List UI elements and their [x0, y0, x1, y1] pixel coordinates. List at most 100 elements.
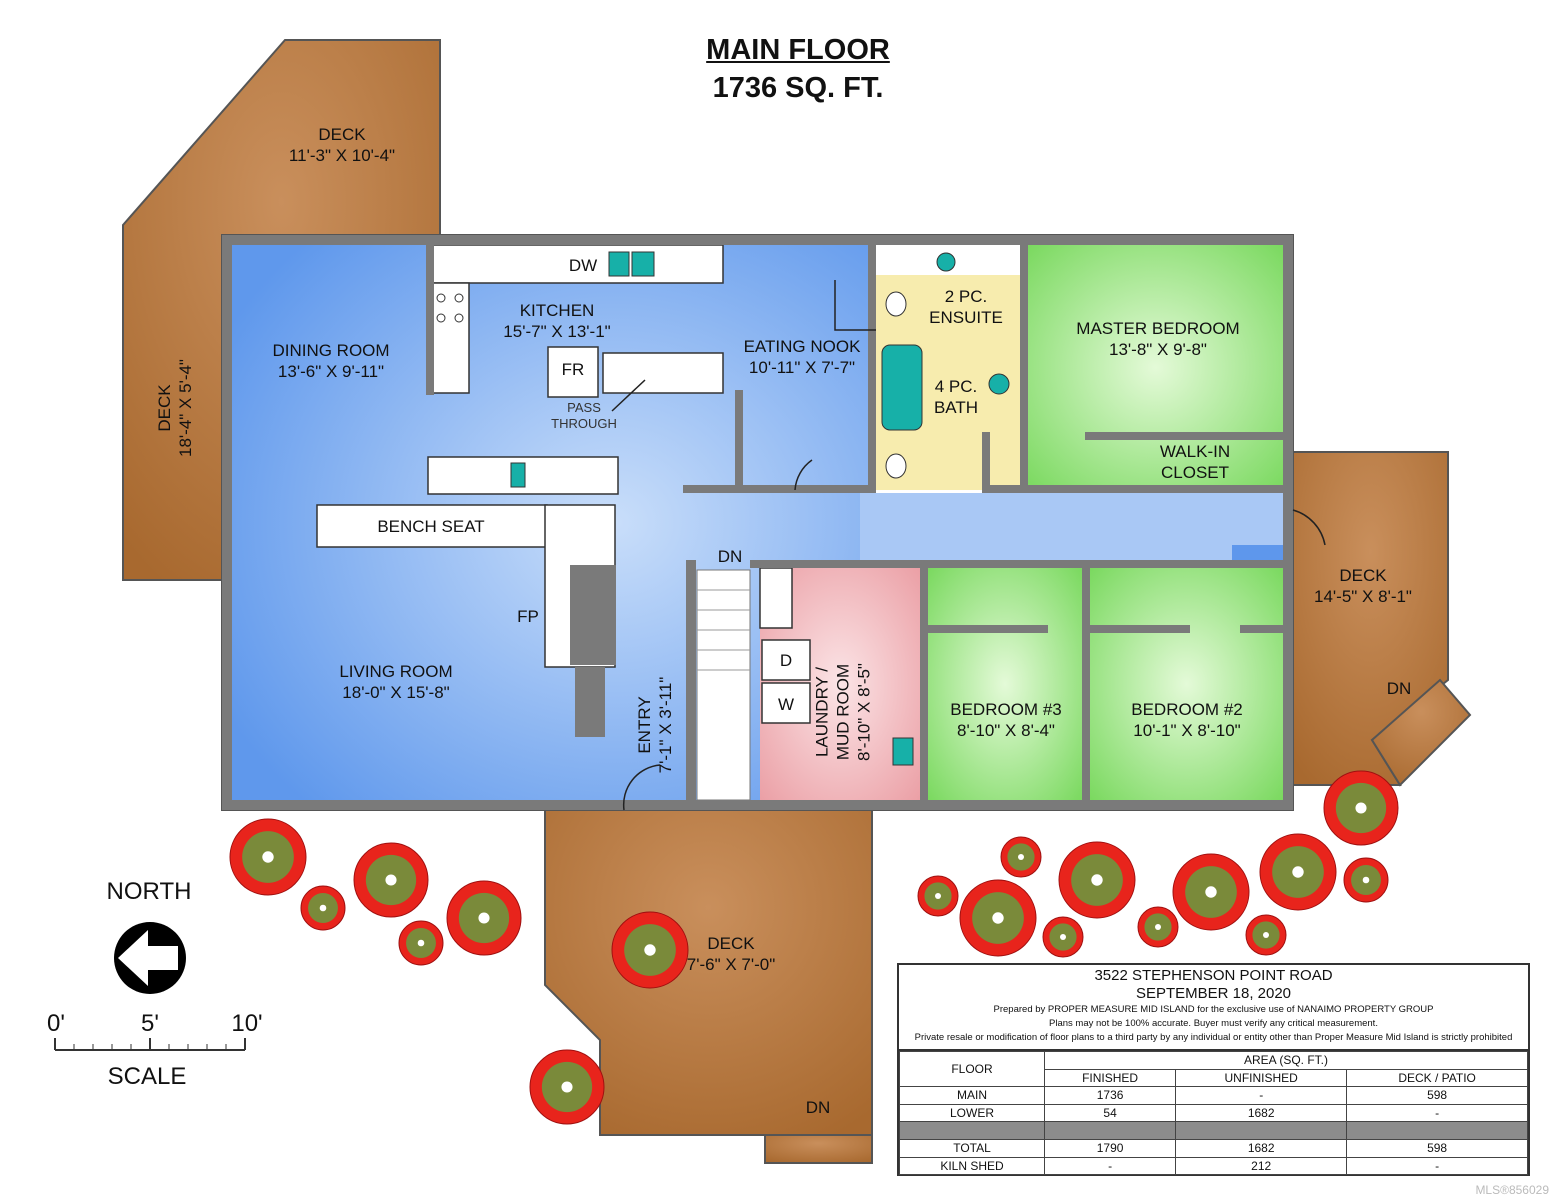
table-cell: - — [1043, 1156, 1177, 1176]
tree-icon — [446, 880, 522, 956]
table-cell: 1682 — [1175, 1138, 1348, 1158]
table-cell: 1736 — [1043, 1086, 1177, 1105]
trees — [229, 770, 1399, 1125]
tree-icon — [1000, 836, 1042, 878]
plan-area: 1736 SQ. FT. — [712, 72, 884, 104]
col-finished: FINISHED — [1043, 1068, 1177, 1088]
table-cell: 598 — [1346, 1138, 1528, 1158]
table-cell: LOWER — [899, 1103, 1045, 1123]
deck-stairs-down-label: DN — [1386, 679, 1412, 698]
deck-bottom-step — [764, 1134, 873, 1164]
date: SEPTEMBER 18, 2020 — [1135, 985, 1292, 1002]
tree-icon — [398, 920, 444, 966]
tree-icon — [611, 911, 689, 989]
address: 3522 STEPHENSON POINT ROAD — [1094, 967, 1333, 984]
tree-icon — [229, 818, 307, 896]
table-row: KILN SHED-212- — [899, 1156, 1528, 1176]
deck-right-stairs — [1370, 678, 1472, 787]
tree-icon — [1245, 914, 1287, 956]
bench-seat — [316, 504, 548, 548]
table-cell — [1346, 1121, 1528, 1140]
tree-icon — [1259, 833, 1337, 911]
col-deck: DECK / PATIO — [1346, 1068, 1528, 1088]
table-cell — [899, 1121, 1045, 1140]
tree-icon — [959, 879, 1037, 957]
table-cell: 54 — [1043, 1103, 1177, 1123]
ensuite-label: 2 PC.ENSUITE — [929, 287, 1003, 327]
master-area — [1028, 245, 1283, 490]
table-cell: - — [1346, 1103, 1528, 1123]
plan-title: MAIN FLOOR — [706, 34, 890, 66]
hallway — [860, 493, 1283, 560]
info-table: 3522 STEPHENSON POINT ROAD SEPTEMBER 18,… — [897, 963, 1530, 1176]
dryer-label: D — [779, 651, 793, 670]
tree-icon — [1343, 857, 1389, 903]
bed3-area — [928, 568, 1082, 800]
table-row — [899, 1121, 1528, 1140]
note: Plans may not be 100% accurate. Buyer mu… — [1049, 1018, 1378, 1029]
note: Private resale or modification of floor … — [914, 1032, 1513, 1043]
bed2-area — [1090, 568, 1283, 800]
table-cell: 598 — [1346, 1086, 1528, 1105]
deck-bottom-down-label: DN — [805, 1098, 831, 1117]
dishwasher-label: DW — [568, 256, 598, 275]
col-area: AREA (SQ. FT.) — [1044, 1051, 1528, 1070]
table-cell: 1682 — [1175, 1103, 1348, 1123]
stairs-down-label: DN — [717, 547, 743, 566]
tree-icon — [300, 885, 346, 931]
table-cell: TOTAL — [899, 1138, 1045, 1158]
table-cell: - — [1175, 1086, 1348, 1105]
table-cell — [1043, 1121, 1177, 1140]
tree-icon — [1058, 841, 1136, 919]
table-cell: 212 — [1175, 1156, 1348, 1176]
fridge — [547, 346, 599, 398]
bath-label: 4 PC.BATH — [933, 377, 979, 417]
scale-tick-0: 0' — [47, 1010, 65, 1037]
north-arrow-icon — [114, 922, 186, 994]
col-floor: FLOOR — [899, 1050, 1045, 1088]
table-cell: KILN SHED — [899, 1156, 1045, 1176]
scale-bar — [54, 1038, 246, 1051]
table-cell: 1790 — [1043, 1138, 1177, 1158]
table-cell: MAIN — [899, 1086, 1045, 1105]
tree-icon — [353, 842, 429, 918]
fridge-label: FR — [561, 360, 585, 379]
washer-label: W — [777, 695, 795, 714]
tree-icon — [1172, 853, 1250, 931]
scale-tick-5: 5' — [141, 1010, 159, 1037]
north-label: NORTH — [106, 878, 192, 905]
fireplace-label: FP — [517, 607, 539, 626]
tree-icon — [529, 1049, 605, 1125]
tree-icon — [1137, 906, 1179, 948]
tree-icon — [1042, 916, 1084, 958]
scale-tick-10: 10' — [231, 1010, 263, 1037]
tree-icon — [1323, 770, 1399, 846]
tree-icon — [917, 875, 959, 917]
col-unfinished: UNFINISHED — [1175, 1068, 1348, 1088]
note: Prepared by PROPER MEASURE MID ISLAND fo… — [993, 1004, 1434, 1015]
table-cell — [1175, 1121, 1348, 1140]
bench-seat-label: BENCH SEAT — [377, 517, 485, 536]
scale-label: SCALE — [107, 1063, 187, 1090]
watermark: MLS®856029 — [1475, 1183, 1549, 1197]
table-cell: - — [1346, 1156, 1528, 1176]
